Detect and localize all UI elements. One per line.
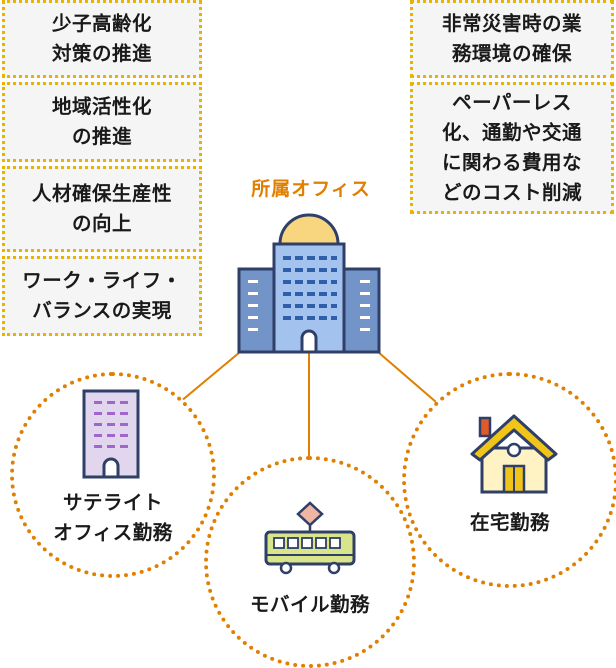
benefit-box-regional-revitalization: 地域活性化 の推進 [2, 82, 202, 162]
benefit-box-aging-society: 少子高齢化 対策の推進 [2, 0, 202, 78]
home-work-label: 在宅勤務 [469, 511, 550, 534]
satellite-office-building-icon [82, 389, 140, 479]
benefit-box-disaster-continuity: 非常災害時の業 務環境の確保 [410, 0, 614, 78]
benefit-box-work-life-balance: ワーク・ライフ・ バランスの実現 [2, 256, 202, 336]
office-label: 所属オフィス [251, 178, 371, 200]
train-icon [264, 501, 356, 575]
mobile-work-circle: モバイル勤務 [204, 456, 416, 668]
mobile-work-label: モバイル勤務 [249, 593, 370, 616]
benefit-box-cost-reduction: ペーパーレス 化、通勤や交通 に関わる費用な どのコスト削減 [410, 82, 614, 214]
house-icon [470, 414, 558, 494]
home-work-circle: 在宅勤務 [402, 372, 616, 588]
benefit-box-talent-productivity: 人材確保生産性 の向上 [2, 166, 202, 252]
office-building-icon [237, 213, 381, 354]
connector-to-satellite [179, 351, 241, 403]
satellite-office-label: サテライト オフィス勤務 [53, 491, 173, 544]
satellite-office-circle: サテライト オフィス勤務 [10, 372, 216, 578]
connector-to-home [377, 351, 437, 403]
